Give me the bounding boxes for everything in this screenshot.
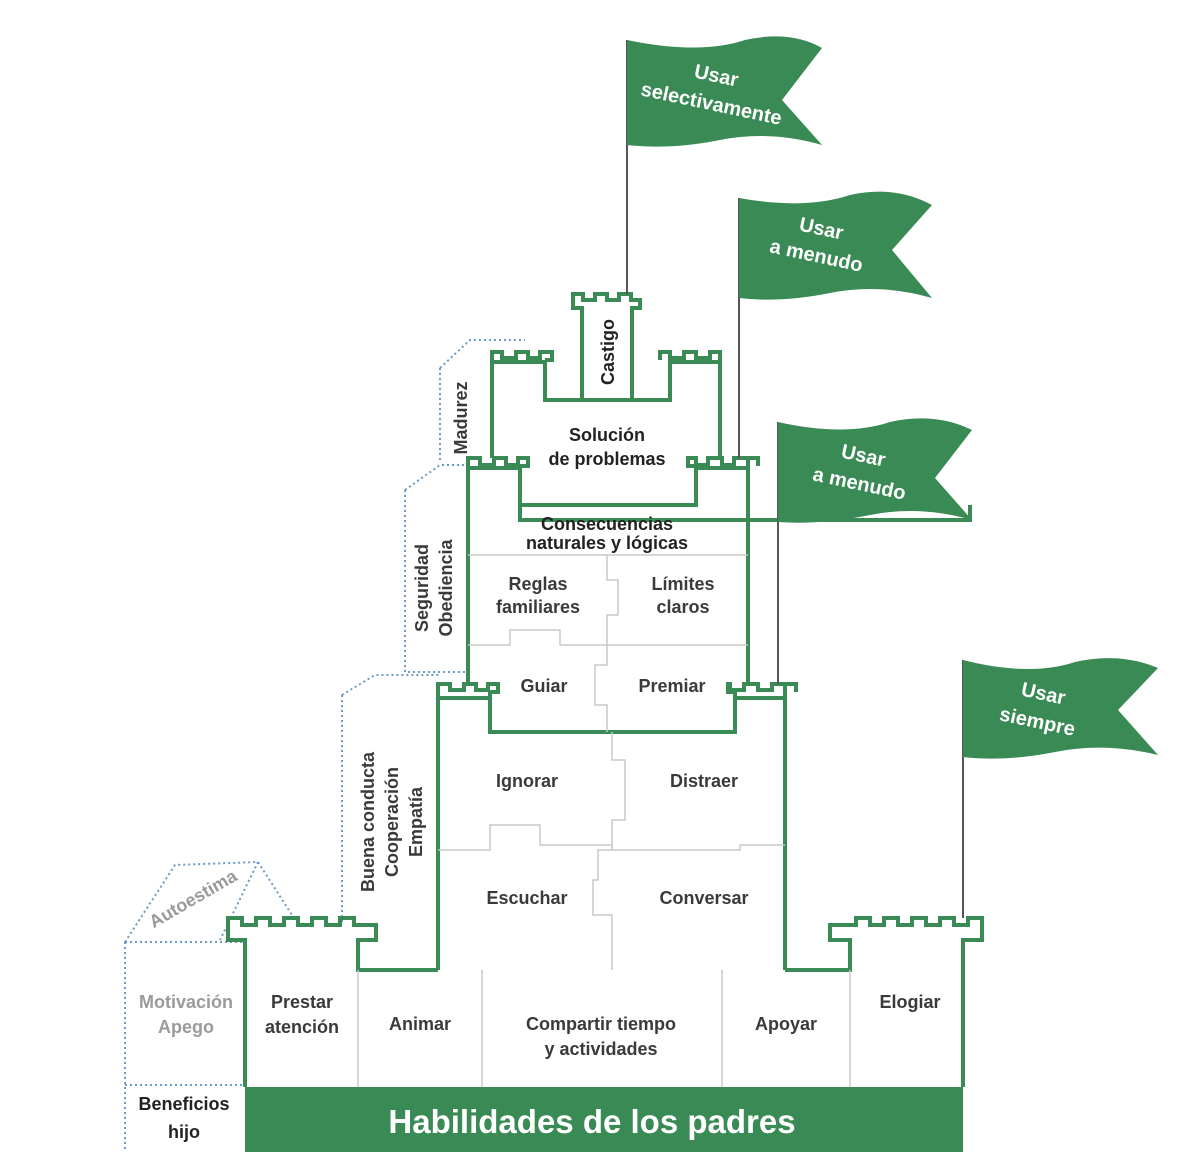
skill-limites-2: claros: [656, 597, 709, 617]
base-title: Habilidades de los padres: [388, 1103, 795, 1140]
skill-castigo: Castigo: [598, 319, 618, 385]
benefit-seguridad: Seguridad: [412, 544, 432, 632]
skill-compartir-1: Compartir tiempo: [526, 1014, 676, 1034]
flag-often-2: Usar a menudo: [777, 418, 972, 684]
skill-limites-1: Límites: [651, 574, 714, 594]
skill-escuchar: Escuchar: [486, 888, 567, 908]
skill-elogiar: Elogiar: [879, 992, 940, 1012]
benefit-motivacion: Motivación: [139, 992, 233, 1012]
skill-reglas-2: familiares: [496, 597, 580, 617]
skill-prestar-atencion-2: atención: [265, 1017, 339, 1037]
skill-ignorar: Ignorar: [496, 771, 558, 791]
flag-often-1: Usar a menudo: [738, 191, 932, 458]
benefit-buena-conducta: Buena conducta: [358, 751, 378, 892]
skill-consecuencias-2: naturales y lógicas: [526, 533, 688, 553]
skill-compartir-2: y actividades: [544, 1039, 657, 1059]
skill-solucion-1: Solución: [569, 425, 645, 445]
benefit-obediencia: Obediencia: [436, 538, 456, 636]
benefit-madurez: Madurez: [451, 381, 471, 454]
benefits-label-2: hijo: [168, 1122, 200, 1142]
benefits-label-1: Beneficios: [138, 1094, 229, 1114]
skill-guiar: Guiar: [520, 676, 567, 696]
skill-solucion-2: de problemas: [548, 449, 665, 469]
interior-dividers: [357, 554, 851, 1087]
benefit-blocks: [124, 339, 525, 1150]
flag-always: Usar siempre: [962, 658, 1158, 918]
benefit-apego: Apego: [158, 1017, 214, 1037]
skill-consecuencias-1: Consecuencias: [541, 514, 673, 534]
skill-apoyar: Apoyar: [755, 1014, 817, 1034]
skill-conversar: Conversar: [659, 888, 748, 908]
skill-prestar-atencion-1: Prestar: [271, 992, 333, 1012]
benefit-cooperacion: Cooperación: [382, 767, 402, 877]
castle-walls: [226, 292, 984, 1087]
flag-selectively: Usar selectivamente: [626, 36, 822, 294]
skill-animar: Animar: [389, 1014, 451, 1034]
skill-premiar: Premiar: [638, 676, 705, 696]
base-band: [245, 1087, 963, 1152]
skill-distraer: Distraer: [670, 771, 738, 791]
benefit-empatia: Empatía: [406, 786, 426, 857]
skill-reglas-1: Reglas: [508, 574, 567, 594]
